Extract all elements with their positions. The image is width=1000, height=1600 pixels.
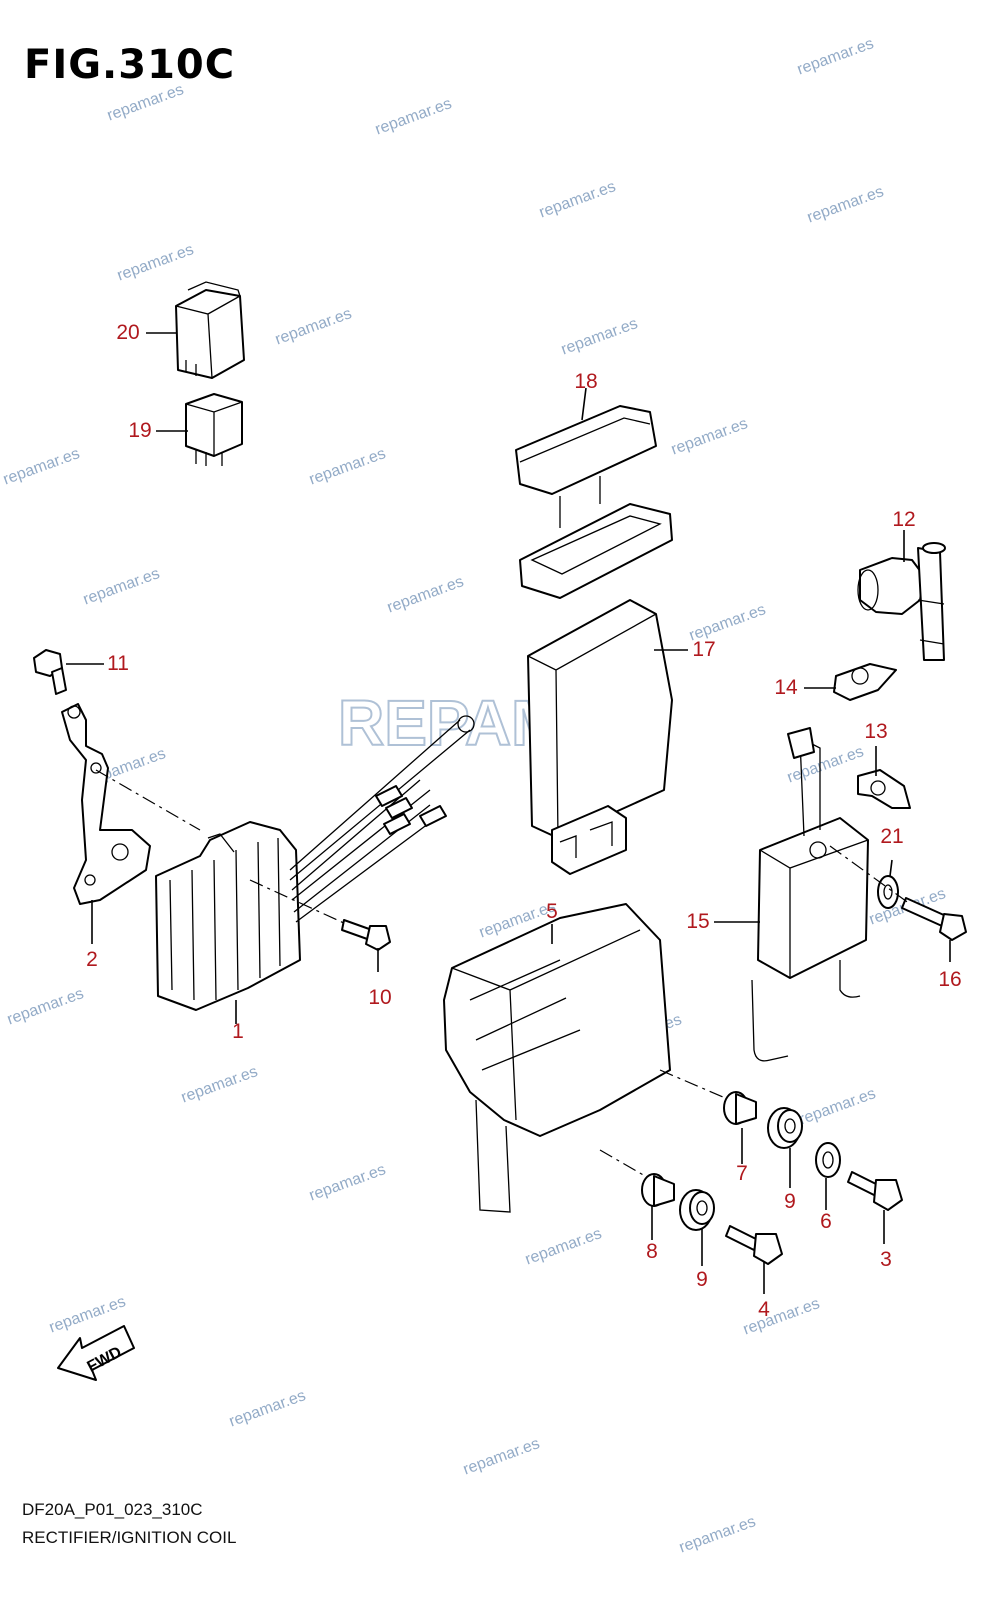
part-17-ecu [527,599,673,875]
assembly-axis [829,845,911,905]
figure-caption: RECTIFIER/IGNITION COIL [22,1528,237,1547]
callout-4: 4 [758,1298,770,1321]
part-7-collar [723,1091,757,1125]
callout-9-upper: 9 [784,1190,796,1213]
part-8-collar [641,1173,675,1207]
callout-16: 16 [938,968,962,991]
part-11-bolt [33,649,67,695]
callout-18: 18 [574,370,598,393]
assembly-axis [95,769,201,831]
callout-8: 8 [646,1240,658,1263]
part-14-clip [833,663,897,701]
part-20-relay [175,281,245,379]
callout-1: 1 [232,1020,244,1043]
part-9-grommet-lower [679,1189,715,1231]
callout-20: 20 [116,321,140,344]
callout-15: 15 [686,910,710,933]
part-4-bolt [725,1225,783,1265]
callout-3: 3 [880,1248,892,1271]
callout-21: 21 [880,825,904,848]
callout-17: 17 [692,638,716,661]
part-5-holder [443,903,671,1213]
figure-title: FIG.310C [24,42,236,88]
part-1-rectifier [155,715,475,1011]
callout-6: 6 [820,1210,832,1233]
part-19-relay [185,393,243,466]
leader-18 [581,387,587,421]
figure-code: DF20A_P01_023_310C [22,1500,203,1519]
callout-11: 11 [107,652,129,675]
assembly-axis [599,1149,653,1181]
part-9-grommet-upper [767,1107,803,1149]
callout-2: 2 [86,948,98,971]
assembly-axis [659,1069,731,1101]
fwd-arrow-icon: FWD [57,1325,135,1381]
part-18-ecu-cover [515,405,673,599]
callout-14: 14 [774,676,798,699]
callout-10: 10 [368,986,392,1009]
part-15-ignition-coil [751,727,869,1062]
part-6-washer [815,1142,841,1178]
part-3-bolt [847,1171,903,1211]
part-21-washer [877,875,899,909]
part-10-bolt [341,919,391,951]
callout-13: 13 [864,720,888,743]
part-13-clip [857,769,911,809]
callout-5: 5 [546,900,558,923]
part-16-bolt [901,897,967,941]
callout-12: 12 [892,508,916,531]
leader-21 [889,859,893,877]
callout-9-lower: 9 [696,1268,708,1291]
part-2-bracket [61,703,151,905]
callout-19: 19 [128,419,152,442]
part-12-plug-cap [857,542,946,661]
callout-7: 7 [736,1162,748,1185]
assembly-axis [249,879,347,925]
